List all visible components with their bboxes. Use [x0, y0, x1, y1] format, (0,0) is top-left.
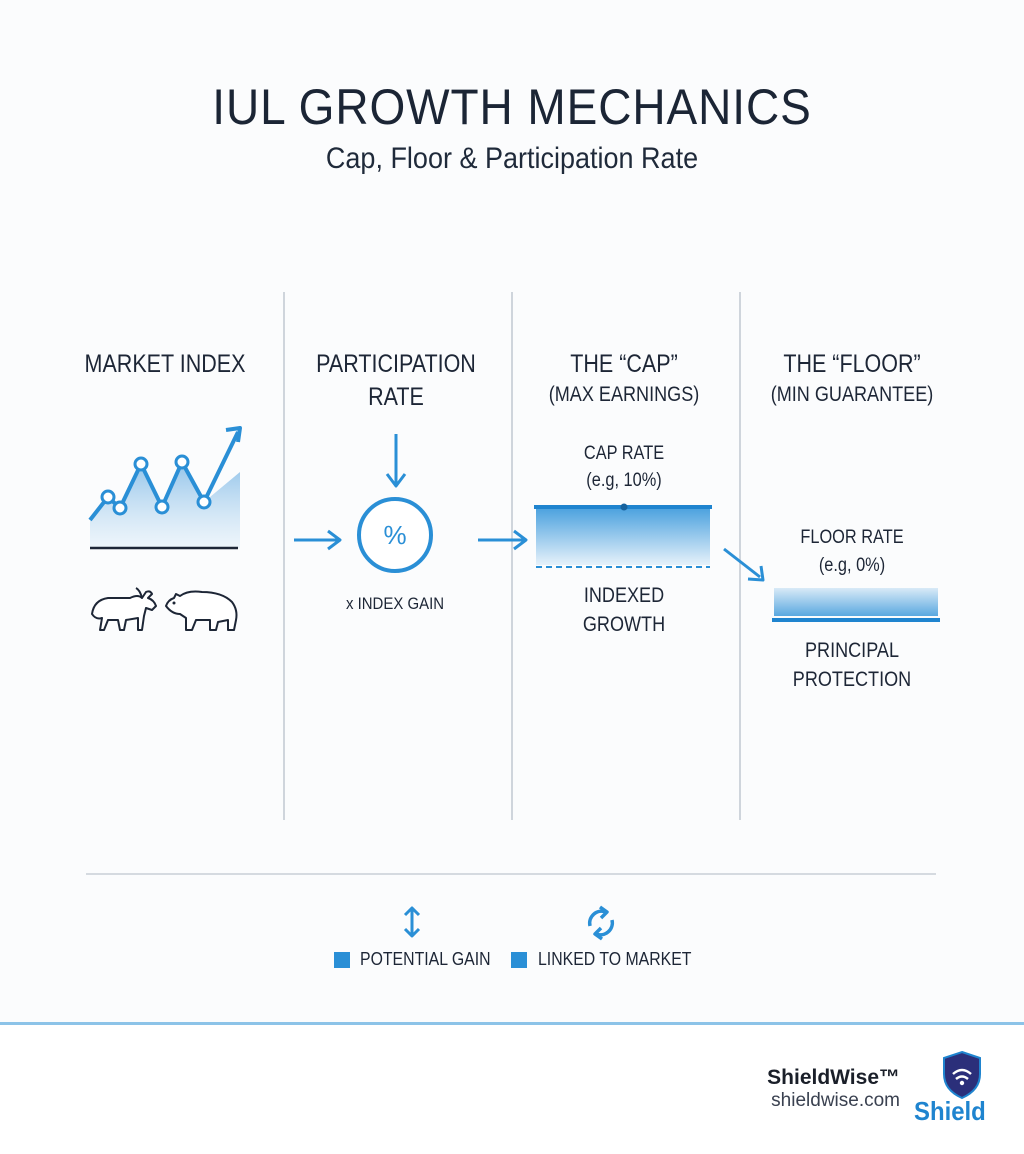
right-arrow-icon	[478, 529, 528, 551]
cap-heading: THE “CAP”	[570, 350, 678, 378]
principal-protection-caption: PRINCIPAL PROTECTION	[792, 639, 912, 691]
floor-bar	[772, 588, 940, 622]
footer	[0, 1025, 1024, 1154]
logo-text: Shield	[914, 1098, 986, 1126]
floor-heading: THE “FLOOR”	[783, 350, 921, 378]
page-subtitle: Cap, Floor & Participation Rate	[325, 142, 699, 175]
legend-label-linked-to-market: LINKED TO MARKET	[538, 949, 692, 969]
brand-url: shieldwise.com	[771, 1090, 900, 1111]
market-chart-icon	[88, 426, 242, 550]
indexed-growth-caption: INDEXED GROWTH	[582, 584, 666, 636]
down-arrow-icon	[385, 434, 407, 488]
page-title: IUL GROWTH MECHANICS	[212, 79, 812, 135]
cap-bar	[534, 503, 712, 568]
shield-logo-icon	[943, 1050, 981, 1100]
floor-subheading: (MIN GUARANTEE)	[770, 383, 934, 406]
footer-rule	[0, 1022, 1024, 1025]
column-divider	[511, 292, 513, 820]
column-divider	[739, 292, 741, 820]
logo-wordmark: Shield	[914, 1098, 1014, 1154]
index-gain-caption: x INDEX GAIN	[345, 594, 445, 613]
bull-icon	[91, 587, 157, 631]
legend-swatch	[511, 952, 527, 968]
up-down-arrow-icon	[403, 906, 421, 938]
legend-label-potential-gain: POTENTIAL GAIN	[360, 949, 491, 969]
cap-rate-label: CAP RATE (e.g, 10%)	[583, 443, 665, 491]
legend-divider	[86, 873, 936, 875]
refresh-cycle-icon	[587, 905, 615, 941]
market-index-heading: MARKET INDEX	[84, 350, 246, 378]
floor-rate-label: FLOOR RATE (e.g, 0%)	[800, 527, 904, 576]
legend-swatch	[334, 952, 350, 968]
percent-symbol: %	[383, 519, 407, 550]
diagonal-arrow-icon	[723, 547, 765, 582]
participation-rate-heading: PARTICIPATION RATE	[316, 350, 476, 411]
brand-name: ShieldWise™	[767, 1066, 900, 1089]
percent-circle-icon: %	[357, 497, 433, 573]
bear-icon	[165, 590, 238, 631]
column-divider	[283, 292, 285, 820]
cap-subheading: (MAX EARNINGS)	[548, 383, 700, 406]
right-arrow-icon	[294, 529, 342, 551]
